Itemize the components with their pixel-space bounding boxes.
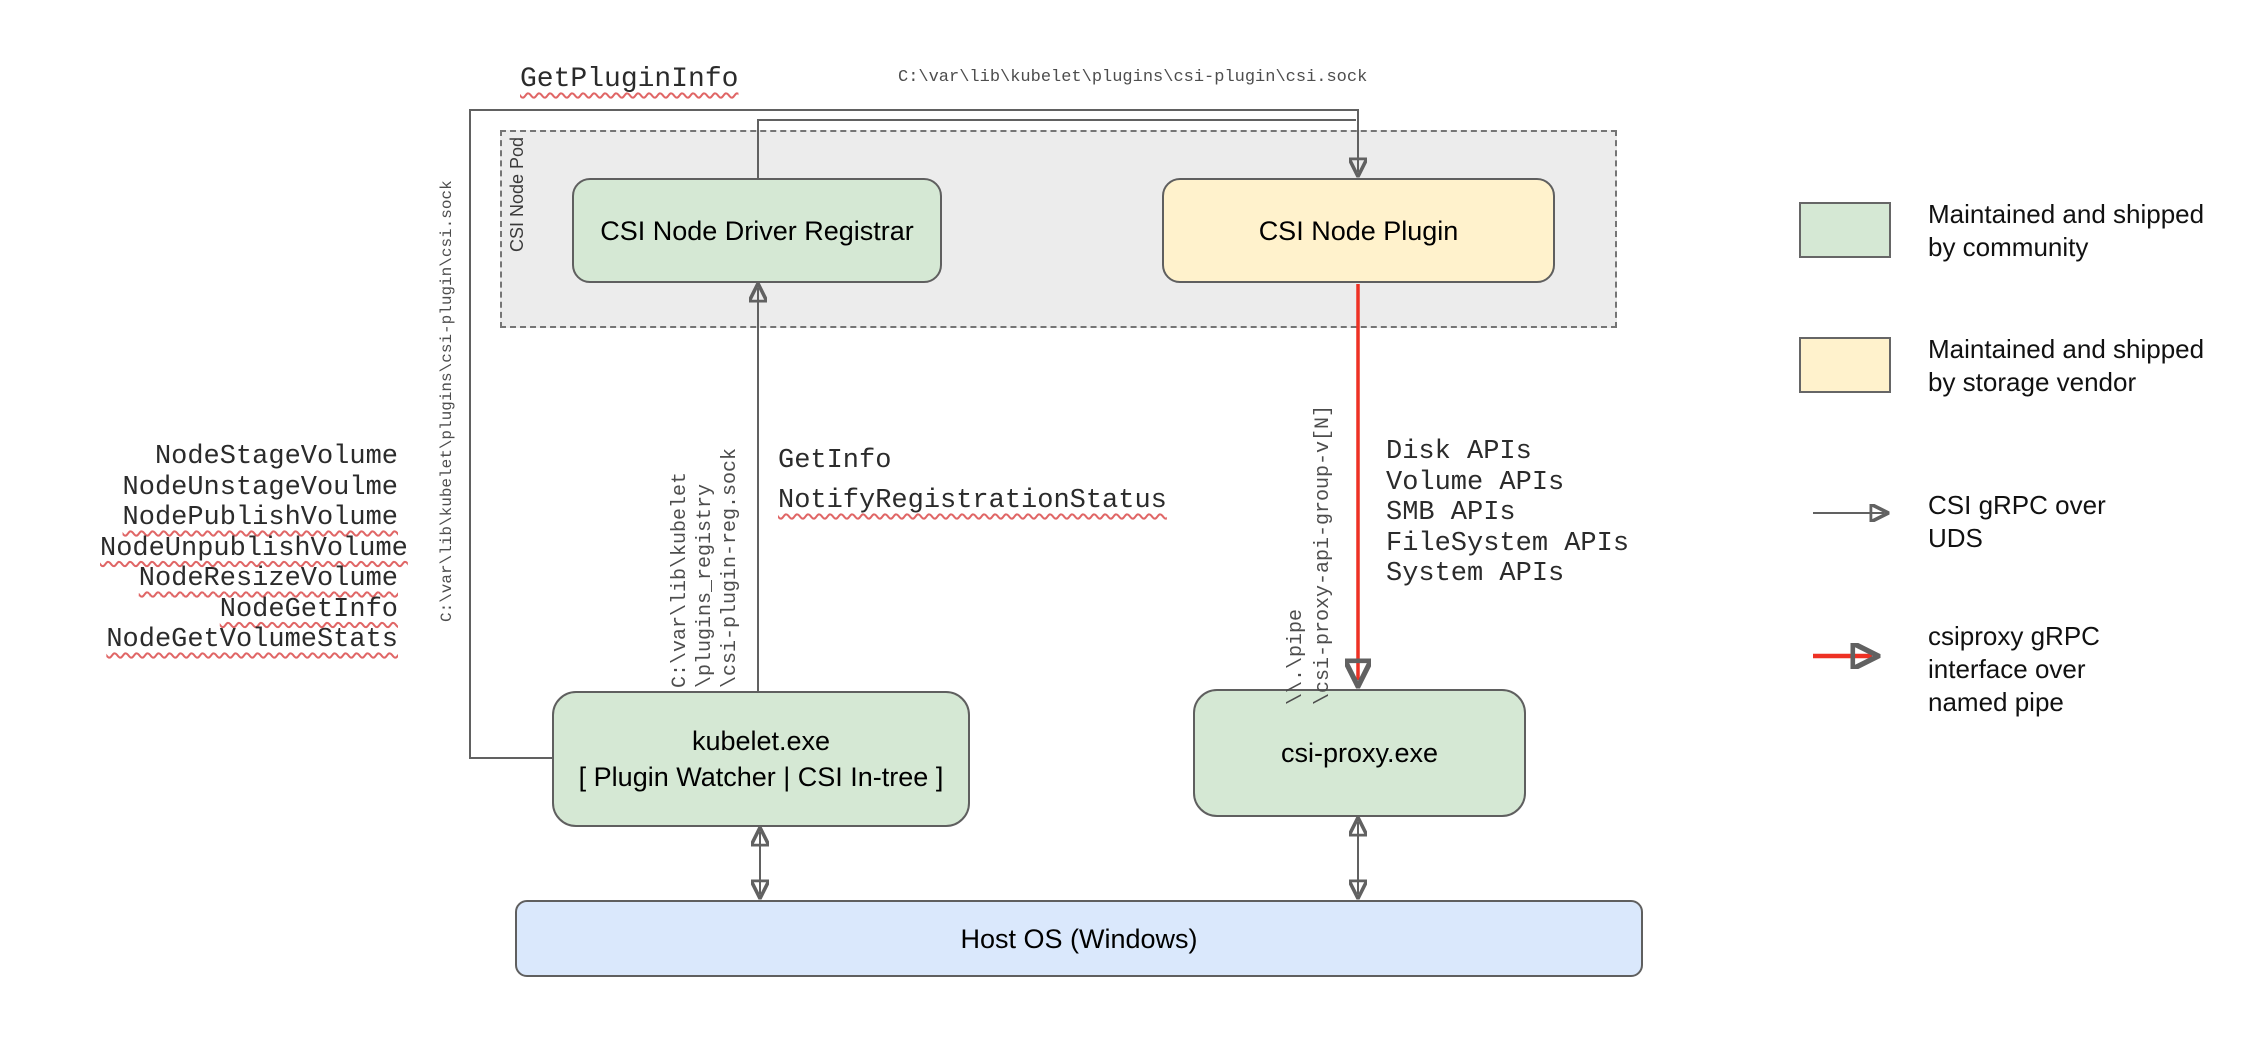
node-call-label: NodeGetVolumeStats (106, 625, 398, 655)
kubelet-to-plugin-uds-connector (469, 109, 1358, 759)
plugin-label: CSI Node Plugin (1258, 215, 1459, 246)
csi-node-plugin-box: CSI Node Plugin (1162, 178, 1555, 283)
proxy-api-label: SMB APIs (1386, 498, 1516, 528)
legend-community-swatch (1799, 202, 1891, 258)
registrar-to-plugin-uds-connector (757, 119, 1356, 178)
node-call-label: NodeResizeVolume (138, 564, 398, 594)
csi-sock-path-top-label: C:\var\lib\kubelet\plugins\csi-plugin\cs… (898, 68, 1368, 87)
notify-registration-status-label: NotifyRegistrationStatus (778, 486, 1167, 516)
get-info-label: GetInfo (778, 446, 892, 476)
csi-proxy-box: csi-proxy.exe (1193, 689, 1526, 817)
csi-node-pod-label: CSI Node Pod (507, 136, 527, 252)
proxy-api-label: System APIs (1386, 559, 1565, 589)
node-call-label: NodeUnpublishVolume (100, 533, 408, 564)
csi-sock-path-vertical-label: C:\var\lib\kubelet\plugins\csi-plugin\cs… (438, 180, 456, 622)
legend-community-text: Maintained and shipped by community (1928, 199, 2205, 262)
host-os-box: Host OS (Windows) (515, 900, 1643, 977)
node-calls-list: NodeStageVolume NodeUnstageVoulme NodePu… (100, 442, 408, 656)
kubelet-subtitle: [ Plugin Watcher | CSI In-tree ] (578, 762, 944, 792)
csi-proxy-label: csi-proxy.exe (1280, 738, 1439, 768)
legend-namedpipe-text: csiproxy gRPC interface over named pipe (1928, 621, 2100, 717)
get-plugin-info-label: GetPluginInfo (520, 64, 739, 95)
kubelet-box: kubelet.exe [ Plugin Watcher | CSI In-tr… (552, 691, 970, 827)
proxy-api-label: FileSystem APIs (1386, 528, 1630, 559)
proxy-api-list: Disk APIs Volume APIs SMB APIs FileSyste… (1386, 437, 1629, 590)
registrar-label: CSI Node Driver Registrar (600, 215, 914, 246)
proxy-api-label: Disk APIs (1386, 437, 1532, 467)
node-call-label: NodeStageVolume (154, 442, 398, 472)
named-pipe-vertical-label: \\.\pipe \csi-proxy-api-group-v[N] (1285, 404, 1335, 705)
legend-uds-text: CSI gRPC over UDS (1928, 490, 2106, 553)
node-call-label: NodePublishVolume (122, 503, 398, 533)
csi-node-driver-registrar-box: CSI Node Driver Registrar (572, 178, 942, 283)
node-call-label: NodeGetInfo (219, 594, 398, 625)
proxy-api-label: Volume APIs (1386, 467, 1565, 498)
kubelet-title: kubelet.exe (691, 726, 831, 756)
host-os-label: Host OS (Windows) (960, 923, 1198, 954)
registry-sock-path-vertical-label: C:\var\lib\kubelet \plugins_registry \cs… (669, 447, 742, 688)
node-call-label: NodeUnstageVoulme (122, 472, 398, 503)
legend-vendor-swatch (1799, 337, 1891, 393)
legend-vendor-text: Maintained and shipped by storage vendor (1928, 334, 2205, 397)
